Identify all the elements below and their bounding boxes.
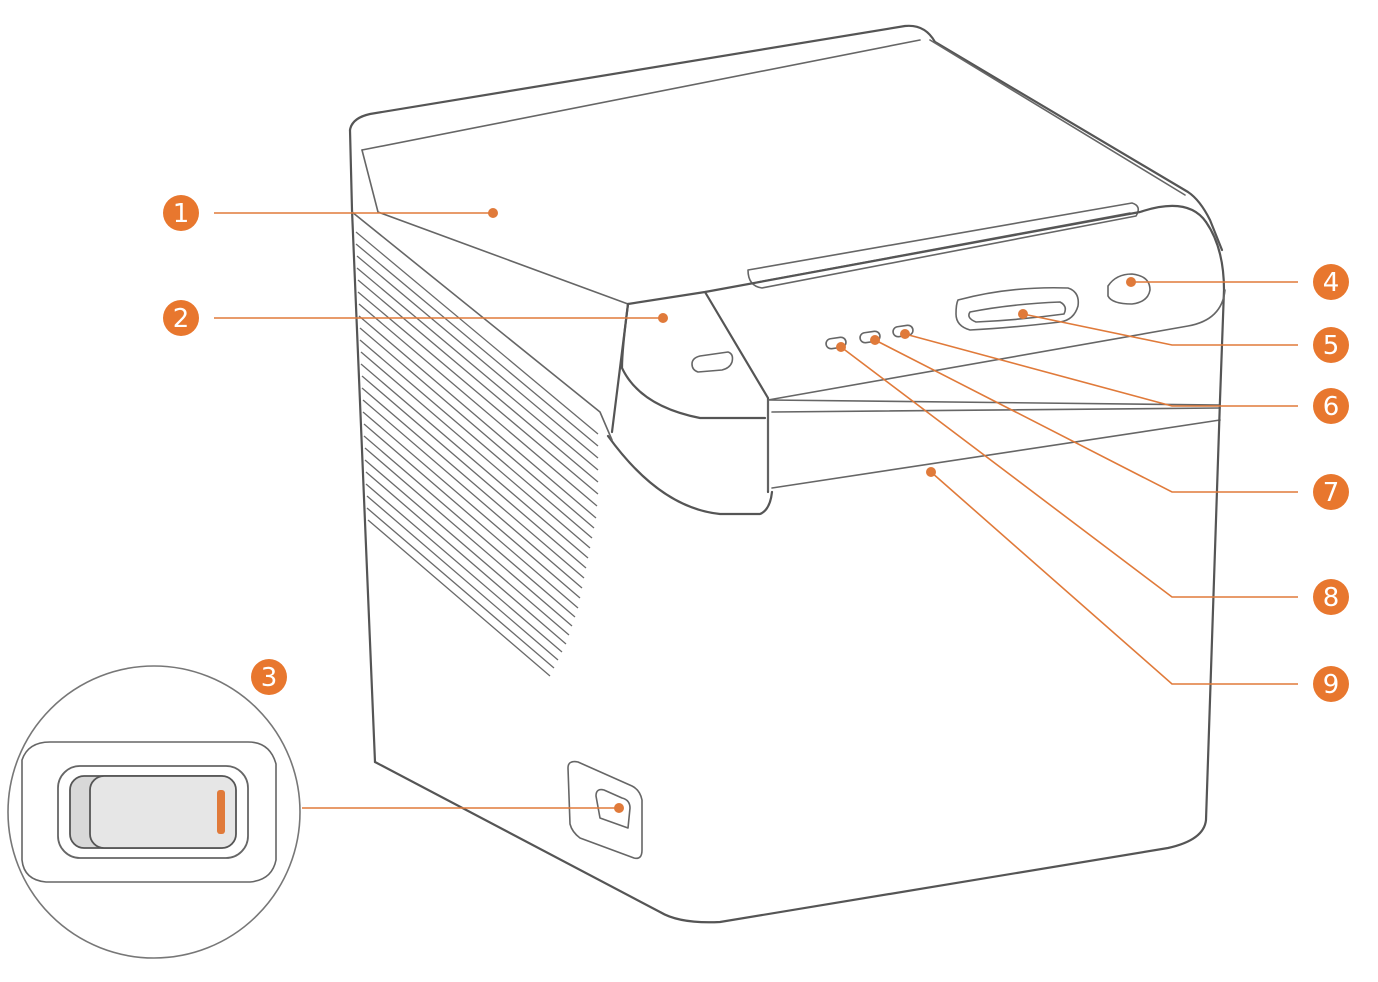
callout-badge-4: 4 bbox=[1313, 264, 1349, 300]
anchor-dot-4 bbox=[1126, 277, 1136, 287]
anchor-dot-3 bbox=[614, 803, 624, 813]
callout-badge-5: 5 bbox=[1313, 327, 1349, 363]
vent-grille bbox=[355, 231, 599, 677]
anchor-dots bbox=[488, 208, 1136, 813]
callout-badge-7: 7 bbox=[1313, 474, 1349, 510]
callout-badge-2: 2 bbox=[163, 300, 199, 336]
anchor-dot-8 bbox=[836, 342, 846, 352]
callout-label-1: 1 bbox=[173, 199, 190, 229]
anchor-dot-5 bbox=[1018, 309, 1028, 319]
anchor-dot-6 bbox=[900, 329, 910, 339]
callout-label-4: 4 bbox=[1323, 268, 1340, 298]
callout-label-5: 5 bbox=[1323, 331, 1340, 361]
callout-label-8: 8 bbox=[1323, 583, 1340, 613]
callout-badge-6: 6 bbox=[1313, 388, 1349, 424]
printer-body bbox=[348, 24, 1226, 924]
callout-label-7: 7 bbox=[1323, 478, 1340, 508]
anchor-dot-2 bbox=[658, 313, 668, 323]
callout-label-9: 9 bbox=[1323, 670, 1340, 700]
leader-7 bbox=[874, 339, 1298, 493]
leader-8 bbox=[840, 346, 1298, 598]
leader-9 bbox=[930, 471, 1298, 685]
anchor-dot-9 bbox=[926, 467, 936, 477]
anchor-dot-1 bbox=[488, 208, 498, 218]
anchor-dot-7 bbox=[870, 335, 880, 345]
callout-badge-1: 1 bbox=[163, 195, 199, 231]
leader-lines bbox=[214, 212, 1298, 809]
callout-badge-8: 8 bbox=[1313, 579, 1349, 615]
callout-badge-3: 3 bbox=[251, 659, 287, 695]
switch-indicator-mark bbox=[217, 790, 225, 834]
callout-label-2: 2 bbox=[173, 304, 190, 334]
power-switch-inset bbox=[7, 665, 301, 959]
callout-label-6: 6 bbox=[1323, 392, 1340, 422]
leader-5 bbox=[1022, 313, 1298, 346]
callout-badge-9: 9 bbox=[1313, 666, 1349, 702]
leader-6 bbox=[904, 333, 1298, 407]
callout-label-3: 3 bbox=[261, 663, 278, 693]
